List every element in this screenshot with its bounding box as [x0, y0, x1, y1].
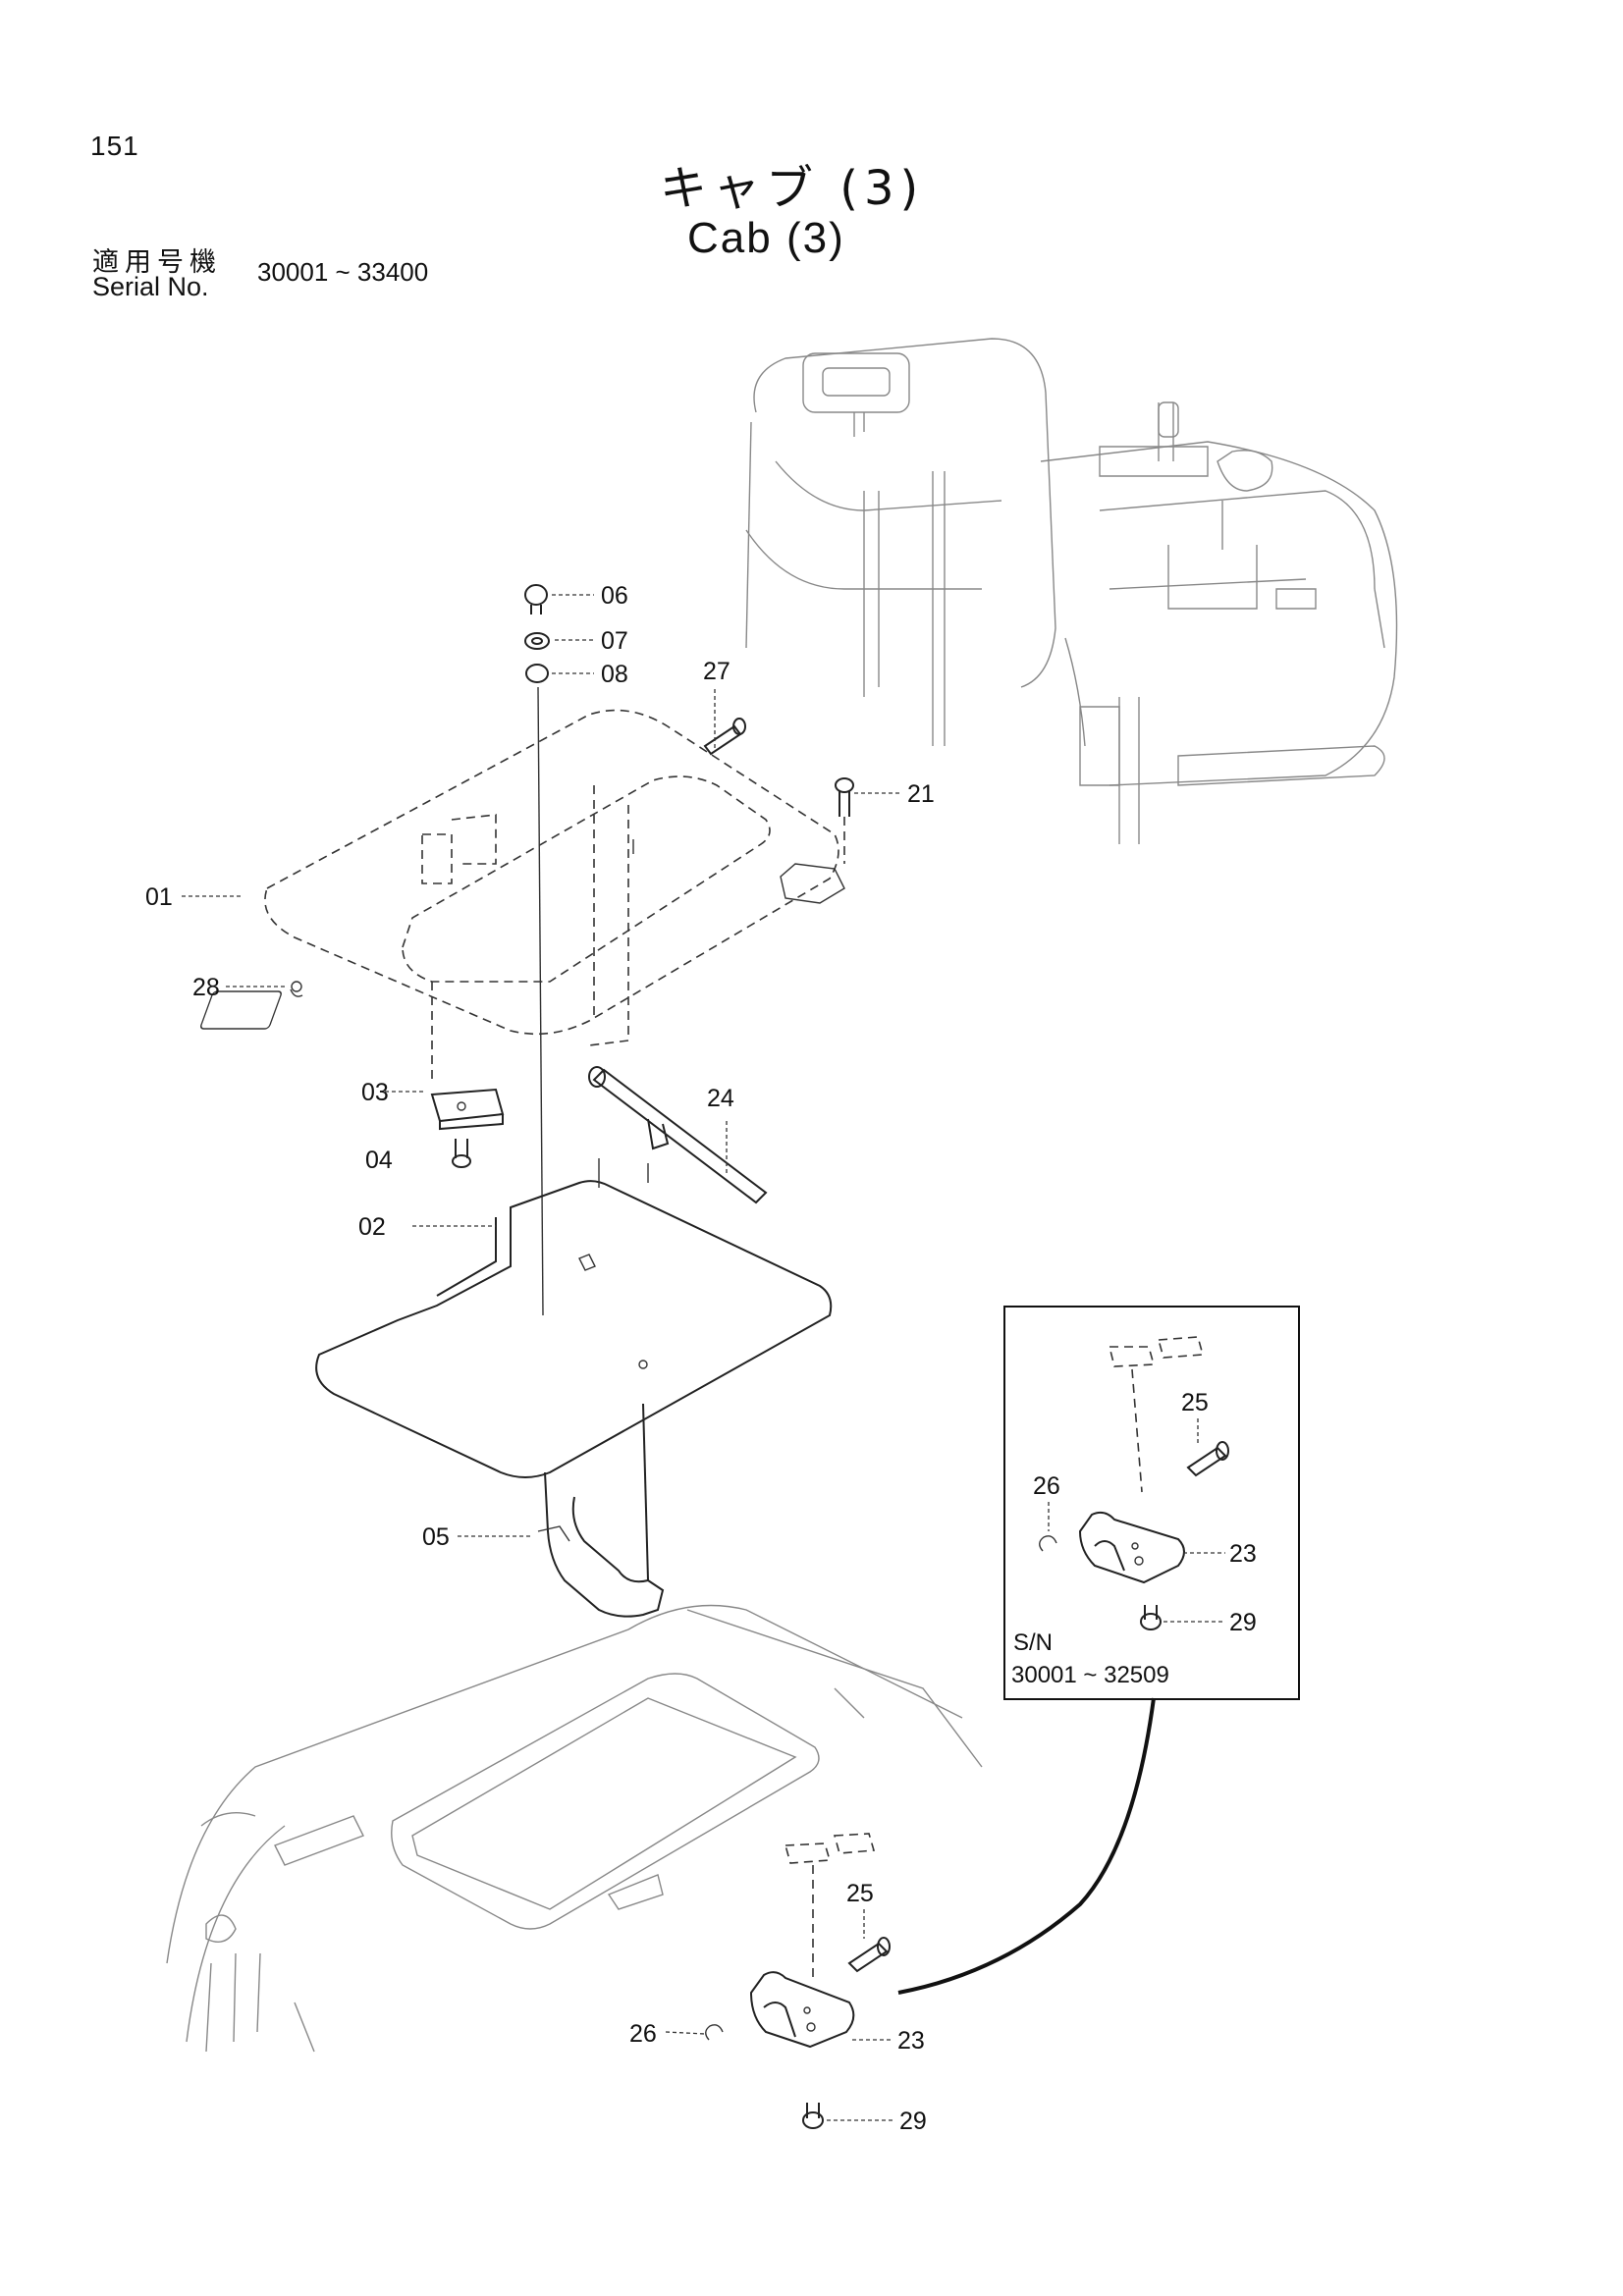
- rod-24: [588, 1066, 768, 1204]
- callout-07: 07: [601, 627, 628, 655]
- inset-sn-label: S/N: [1013, 1629, 1054, 1656]
- screw-21: [835, 777, 854, 864]
- callout-21: 21: [907, 780, 935, 808]
- leader-lines: [182, 594, 1225, 2121]
- callout-08: 08: [601, 661, 628, 688]
- callout-03: 03: [361, 1079, 389, 1106]
- inset-connector-curve: [897, 1697, 1156, 1995]
- callout-labels: 01 02 03 04 05 06 07 08 21 24 27 28 23 2…: [145, 582, 1257, 2135]
- title-english: Cab (3): [687, 214, 845, 262]
- callout-25-main: 25: [846, 1880, 874, 1907]
- title-japanese: キャブ (3): [660, 161, 925, 216]
- screw-27: [703, 687, 746, 756]
- callout-01: 01: [145, 883, 173, 911]
- clip-28: [290, 981, 303, 997]
- callout-06: 06: [601, 582, 628, 610]
- serial-label-japanese: 適用号機: [92, 247, 222, 278]
- roof-panel-01: [200, 709, 845, 1080]
- callout-29-inset: 29: [1229, 1609, 1257, 1636]
- page-number: 151: [90, 131, 139, 161]
- callout-25-inset: 25: [1181, 1389, 1209, 1416]
- callout-23-main: 23: [897, 2027, 925, 2055]
- inset-parts-drawing: [1039, 1336, 1229, 1630]
- floor-panel-02: [315, 1158, 833, 1478]
- callout-23-inset: 23: [1229, 1540, 1257, 1568]
- callout-02: 02: [358, 1213, 386, 1241]
- bolt-04: [452, 1139, 471, 1168]
- callout-28: 28: [192, 974, 220, 1001]
- inset-sn-range: 30001 ~ 32509: [1011, 1662, 1169, 1688]
- serial-range: 30001 ~ 33400: [257, 257, 429, 287]
- callout-26-main: 26: [629, 2020, 657, 2048]
- serial-label-english: Serial No.: [92, 272, 209, 301]
- callout-05: 05: [422, 1523, 450, 1551]
- callout-29-main: 29: [899, 2108, 927, 2135]
- callout-04: 04: [365, 1147, 393, 1174]
- bolt-stack-06-07-08: [524, 584, 550, 1316]
- callout-27: 27: [703, 658, 730, 685]
- excavator-overview-drawing: [745, 338, 1398, 844]
- callout-24: 24: [707, 1085, 734, 1112]
- callout-26-inset: 26: [1033, 1472, 1060, 1500]
- handle-05: [537, 1403, 665, 1618]
- cab-roof-lower-drawing: [166, 1604, 983, 2053]
- bracket-03: [430, 1088, 505, 1131]
- lower-parts-drawing: [705, 1833, 891, 2129]
